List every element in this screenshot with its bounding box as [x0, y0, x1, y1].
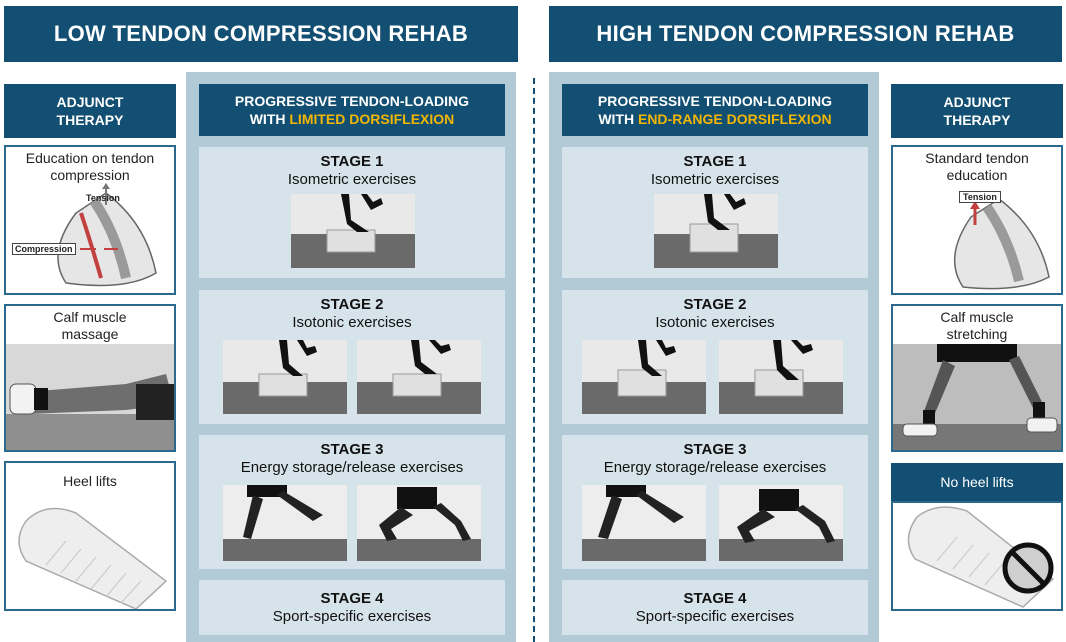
left-stage-1: STAGE 1 Isometric exercises [199, 147, 505, 278]
header-high-text: HIGH TENDON COMPRESSION REHAB [596, 21, 1015, 46]
left-adjunct-education-caption: Education on tendon compression [25, 150, 155, 183]
left-loading-title-line2: WITH LIMITED DORSIFLEXION [250, 110, 455, 128]
tendon-compression-zone [79, 212, 103, 279]
heel-lift-illustration [18, 507, 168, 609]
left-stage-3: STAGE 3 Energy storage/release exercises [199, 435, 505, 569]
heel-compression-illustration [57, 183, 157, 287]
right-stage-3-photo-a [582, 485, 706, 561]
heel-tension-illustration [953, 198, 1050, 290]
right-loading-title-highlight: END-RANGE DORSIFLEXION [637, 111, 832, 127]
right-adjunct-stretching-caption: Calf muscle stretching [940, 309, 1014, 342]
right-adjunct-no-heel-lifts [891, 501, 1063, 611]
header-low-text: LOW TENDON COMPRESSION REHAB [53, 21, 469, 46]
right-stage-1-subtitle: Isometric exercises [650, 171, 780, 188]
left-adjunct-title: ADJUNCT THERAPY [4, 84, 176, 138]
right-stage-2-photo-a [582, 340, 706, 414]
left-stage-2-photo-a [223, 340, 347, 414]
left-stage-3-photo-a [223, 485, 347, 561]
right-stage-2-photo-b [719, 340, 843, 414]
right-adjunct-title-text: ADJUNCT THERAPY [943, 94, 1011, 128]
center-divider [533, 78, 535, 642]
right-stage-1-photo [654, 194, 778, 268]
left-adjunct-education: Education on tendon compression Tension … [4, 145, 176, 295]
right-adjunct-no-heel-lifts-title: No heel lifts [891, 463, 1063, 501]
right-adjunct-stretching: Calf muscle stretching [891, 304, 1063, 452]
right-adjunct-title: ADJUNCT THERAPY [891, 84, 1063, 138]
calf-stretching-photo [893, 344, 1061, 450]
left-stage-2-subtitle: Isotonic exercises [292, 314, 412, 331]
left-stage-3-photo-b [357, 485, 481, 561]
right-stage-4-title: STAGE 4 [683, 590, 747, 607]
left-stage-3-subtitle: Energy storage/release exercises [240, 459, 464, 476]
right-loading-title-line1: PROGRESSIVE TENDON-LOADING [597, 93, 833, 109]
left-loading-title-highlight: LIMITED DORSIFLEXION [289, 111, 455, 127]
left-adjunct-heel-lifts-caption: Heel lifts [63, 473, 117, 489]
right-loading-title-line2: WITH END-RANGE DORSIFLEXION [598, 110, 831, 128]
left-stage-1-title: STAGE 1 [320, 153, 384, 170]
no-symbol-icon [1002, 542, 1054, 594]
left-stage-2-photo-b [357, 340, 481, 414]
left-stage-1-photo [291, 194, 415, 268]
right-stage-3-title: STAGE 3 [683, 441, 747, 458]
header-low-compression: LOW TENDON COMPRESSION REHAB [4, 6, 518, 62]
left-loading-title: PROGRESSIVE TENDON-LOADING WITH LIMITED … [199, 84, 505, 136]
left-adjunct-title-text: ADJUNCT THERAPY [56, 94, 124, 128]
left-adjunct-massage-caption: Calf muscle massage [53, 309, 127, 342]
left-stage-4-title: STAGE 4 [320, 590, 384, 607]
calf-massage-photo [6, 344, 174, 450]
right-loading-title: PROGRESSIVE TENDON-LOADING WITH END-RANG… [562, 84, 868, 136]
right-stage-3-subtitle: Energy storage/release exercises [603, 459, 827, 476]
left-stage-1-subtitle: Isometric exercises [287, 171, 417, 188]
label-tension: Tension [86, 193, 120, 203]
right-stage-1: STAGE 1 Isometric exercises [562, 147, 868, 278]
left-stage-2: STAGE 2 Isotonic exercises [199, 290, 505, 424]
right-adjunct-education: Standard tendon education Tension [891, 145, 1063, 295]
left-stage-4: STAGE 4 Sport-specific exercises [199, 580, 505, 635]
label-tension-right: Tension [959, 191, 1001, 203]
left-adjunct-heel-lifts: Heel lifts [4, 461, 176, 611]
right-adjunct-no-heel-lifts-caption: No heel lifts [940, 474, 1014, 490]
left-loading-title-line1: PROGRESSIVE TENDON-LOADING [234, 93, 470, 109]
left-stage-4-subtitle: Sport-specific exercises [272, 608, 432, 625]
label-compression: Compression [12, 243, 76, 255]
right-stage-2: STAGE 2 Isotonic exercises [562, 290, 868, 424]
right-stage-2-subtitle: Isotonic exercises [655, 314, 775, 331]
left-stage-2-title: STAGE 2 [320, 296, 384, 313]
left-stage-3-title: STAGE 3 [320, 441, 384, 458]
right-stage-4: STAGE 4 Sport-specific exercises [562, 580, 868, 635]
right-stage-4-subtitle: Sport-specific exercises [635, 608, 795, 625]
right-loading-title-prefix: WITH [598, 111, 635, 127]
right-stage-3-photo-b [719, 485, 843, 561]
right-stage-1-title: STAGE 1 [683, 153, 747, 170]
header-high-compression: HIGH TENDON COMPRESSION REHAB [549, 6, 1062, 62]
right-stage-2-title: STAGE 2 [683, 296, 747, 313]
right-stage-3: STAGE 3 Energy storage/release exercises [562, 435, 868, 569]
left-adjunct-massage: Calf muscle massage [4, 304, 176, 452]
right-adjunct-education-caption: Standard tendon education [925, 150, 1029, 183]
left-loading-title-prefix: WITH [249, 111, 286, 127]
